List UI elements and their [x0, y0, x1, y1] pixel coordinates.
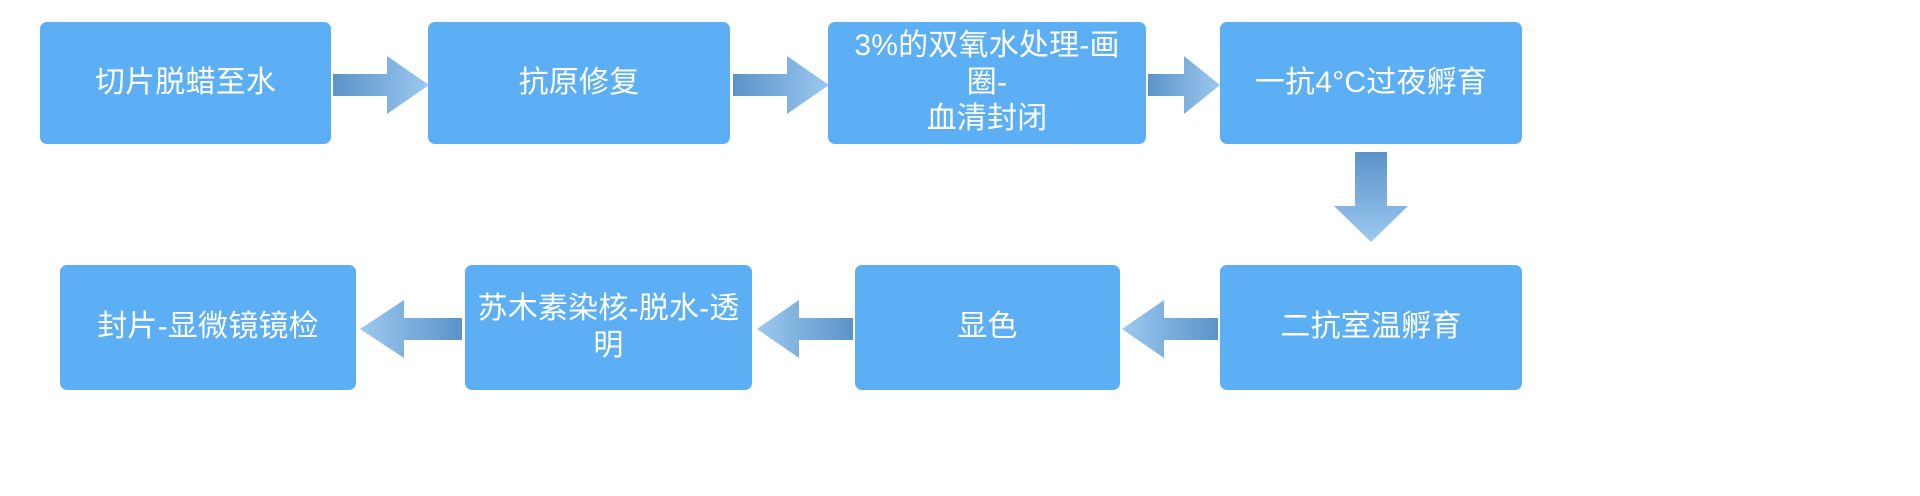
process-node-1-label: 切片脱蜡至水: [94, 65, 277, 99]
process-node-8[interactable]: 封片-显微镜镜检: [60, 265, 356, 390]
process-node-3[interactable]: 3%的双氧水处理-画圈- 血清封闭: [828, 22, 1146, 144]
arrow-right-2: [733, 56, 829, 114]
process-node-6-label: 显色: [957, 310, 1018, 344]
arrow-right-3: [1148, 56, 1220, 114]
process-node-5[interactable]: 二抗室温孵育: [1220, 265, 1522, 390]
arrow-left-1: [1122, 300, 1218, 358]
process-node-7-label: 苏木素染核-脱水-透 明: [477, 291, 740, 362]
process-node-5-label: 二抗室温孵育: [1280, 310, 1462, 344]
process-node-2-label: 抗原修复: [518, 65, 640, 99]
arrow-down-1: [1334, 152, 1408, 242]
process-node-6[interactable]: 显色: [855, 265, 1120, 390]
process-node-4-label: 一抗4°C过夜孵育: [1254, 65, 1488, 99]
process-node-4[interactable]: 一抗4°C过夜孵育: [1220, 22, 1522, 144]
arrow-left-2: [757, 300, 853, 358]
process-node-8-label: 封片-显微镜镜检: [97, 310, 319, 344]
process-node-7[interactable]: 苏木素染核-脱水-透 明: [465, 265, 752, 390]
process-node-3-label: 3%的双氧水处理-画圈- 血清封闭: [854, 29, 1120, 136]
process-node-2[interactable]: 抗原修复: [428, 22, 730, 144]
process-node-1[interactable]: 切片脱蜡至水: [40, 22, 331, 144]
arrow-right-1: [333, 56, 429, 114]
arrow-left-3: [360, 300, 462, 358]
